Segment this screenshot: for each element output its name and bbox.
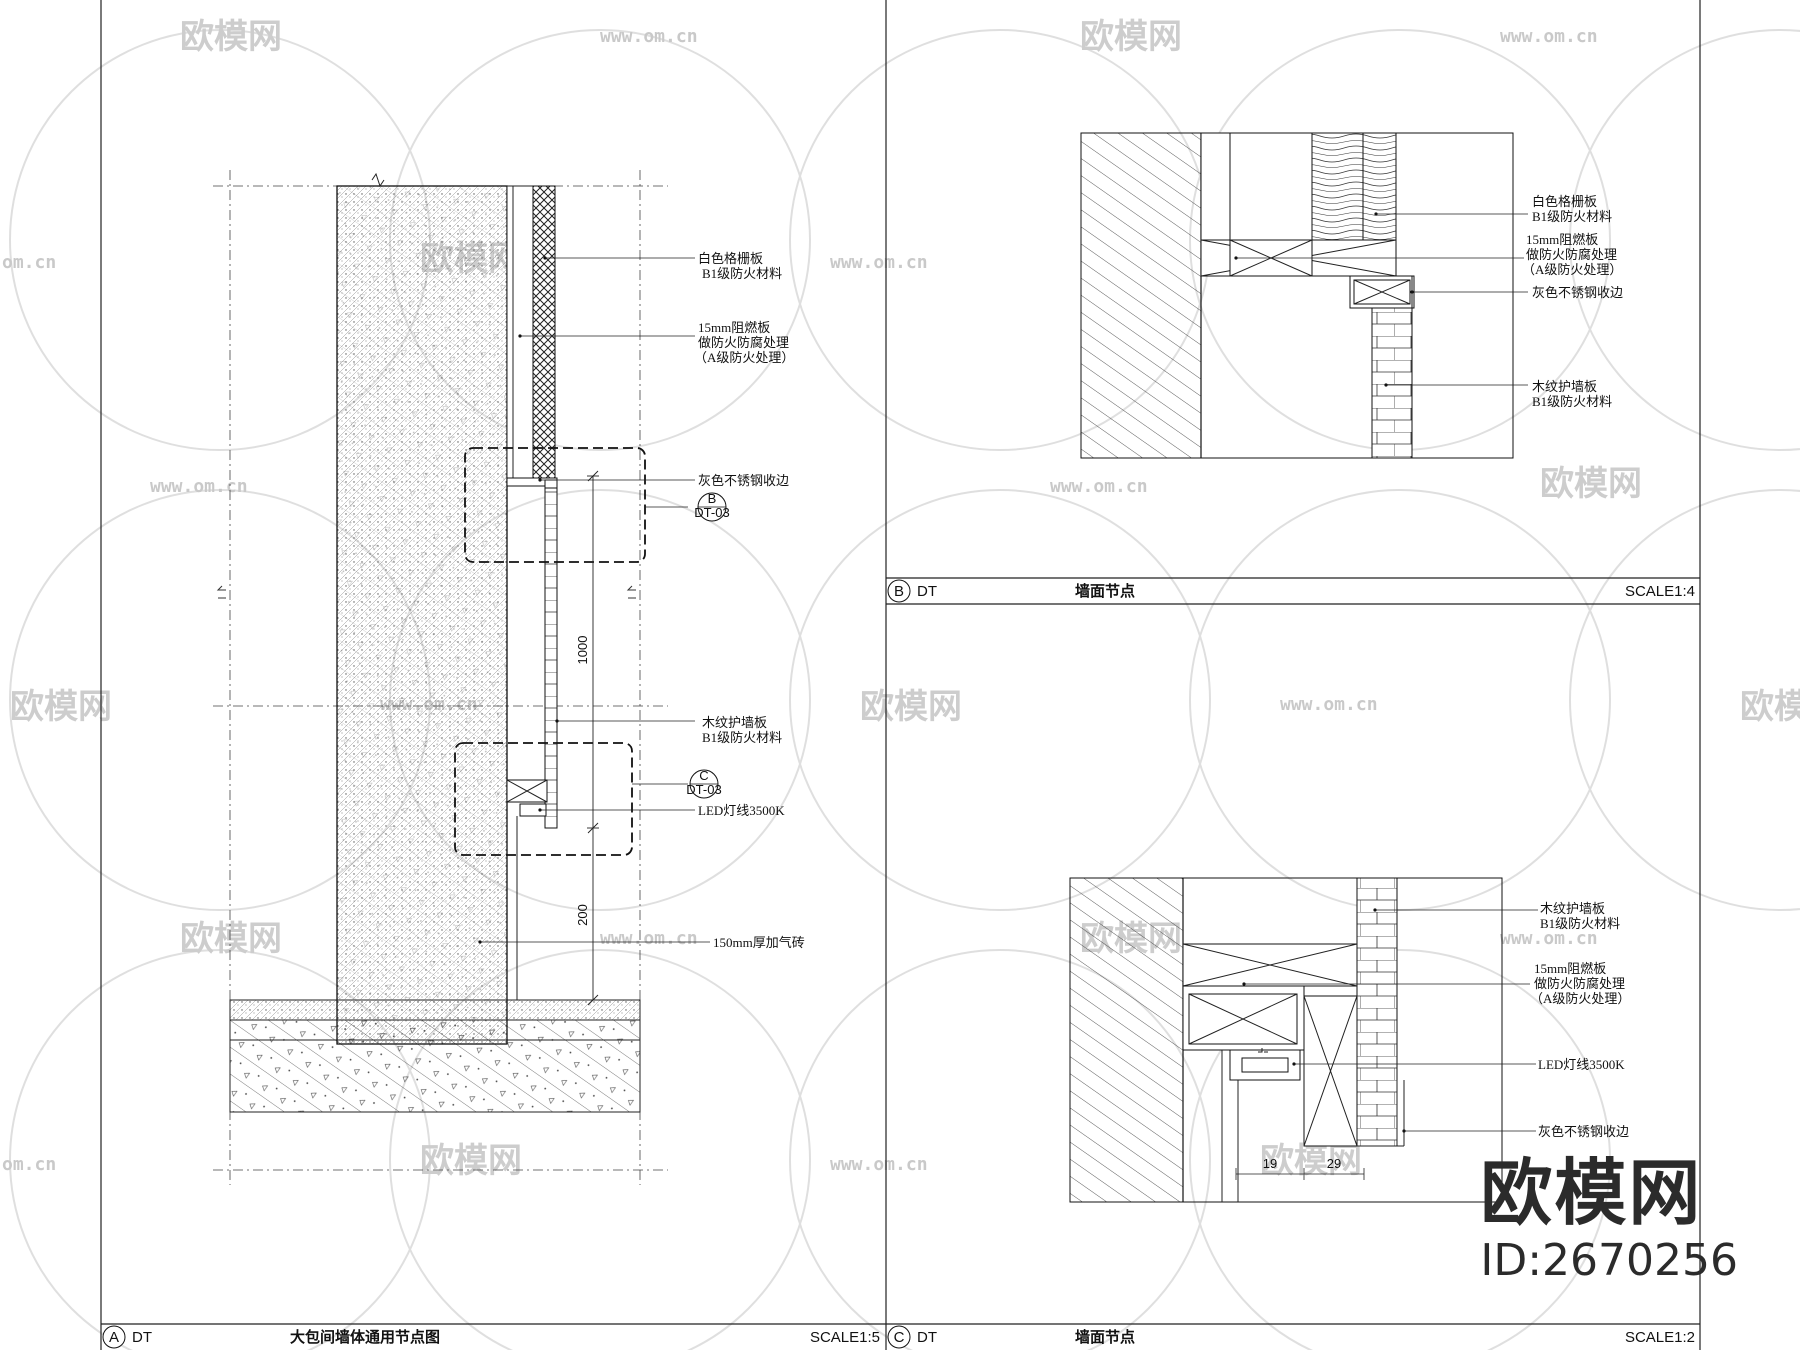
label-flame-board-rating: （A级防火处理） (1530, 991, 1630, 1006)
watermark-url: www.om.cn (1050, 476, 1148, 497)
label-steel-trim: 灰色不锈钢收边 (1532, 285, 1623, 300)
watermark-brand: 欧模网 (180, 17, 282, 57)
label-flame-board: 15mm阻燃板 (698, 320, 770, 335)
label-wood-panel: 木纹护墙板 (1532, 379, 1597, 394)
watermark-url: www.om.cn (1500, 26, 1598, 47)
panel-b-tag-code: DT (917, 583, 937, 600)
watermark-url: om.cn (2, 1154, 56, 1175)
watermark-layer: 欧模网 欧模网 欧模网 欧模网 欧模网 欧模网 欧模网 欧模网 欧模网 欧模网 … (2, 17, 1800, 1350)
watermark-brand: 欧模网 (1080, 17, 1182, 57)
label-wood-fire-rating: B1级防火材料 (702, 730, 782, 745)
dimension-1000: 1000 (575, 636, 590, 665)
panel-c-title-bar: C DT 墙面节点 SCALE1:2 (887, 1325, 1695, 1349)
watermark-brand: 欧模网 (860, 687, 962, 727)
label-grille-fire-rating: B1级防火材料 (702, 266, 782, 281)
watermark-url: www.om.cn (1500, 928, 1598, 949)
callout-c-letter: C (699, 768, 708, 783)
watermark-url: om.cn (2, 252, 56, 273)
label-grille-panel: 白色格栅板 (698, 251, 763, 266)
panel-c-scale: SCALE1:2 (1625, 1329, 1695, 1346)
label-wood-panel: 木纹护墙板 (702, 715, 767, 730)
dimension-19: 19 (1263, 1156, 1277, 1171)
watermark-url: www.om.cn (1280, 694, 1378, 715)
label-flame-board-treatment: 做防火防腐处理 (1526, 247, 1617, 262)
label-grille-fire-rating: B1级防火材料 (1532, 209, 1612, 224)
watermark-url: www.om.cn (600, 928, 698, 949)
label-wood-fire-rating: B1级防火材料 (1532, 394, 1612, 409)
watermark-brand: 欧模网 (1540, 464, 1642, 504)
callout-b[interactable]: B DT-03 (694, 491, 730, 522)
label-led-strip: LED灯线3500K (1538, 1057, 1625, 1072)
panel-b-title-bar: B DT 墙面节点 SCALE1:4 (887, 579, 1695, 603)
label-wood-fire-rating: B1级防火材料 (1540, 916, 1620, 931)
panel-a-tag-code: DT (132, 1329, 152, 1346)
label-flame-board: 15mm阻燃板 (1526, 232, 1598, 247)
label-grille-panel: 白色格栅板 (1532, 194, 1597, 209)
watermark-brand: 欧模网 (1740, 687, 1800, 727)
panel-c-title: 墙面节点 (1075, 1328, 1135, 1346)
panel-a-scale: SCALE1:5 (810, 1329, 880, 1346)
watermark-brand: 欧模网 (10, 687, 112, 727)
dimension-200: 200 (575, 904, 590, 926)
sheet-frame (100, 0, 1701, 1350)
label-flame-board-treatment: 做防火防腐处理 (698, 335, 789, 350)
label-flame-board-treatment: 做防火防腐处理 (1534, 976, 1625, 991)
watermark-url: www.om.cn (830, 1154, 928, 1175)
callout-c-code: DT-03 (686, 782, 721, 797)
panel-b-section: 白色格栅板 B1级防火材料 15mm阻燃板 做防火防腐处理 （A级防火处理） 灰… (1080, 132, 1623, 459)
label-led-strip: LED灯线3500K (698, 803, 785, 818)
watermark-url: www.om.cn (830, 252, 928, 273)
callout-b-letter: B (708, 491, 717, 506)
panel-b-title: 墙面节点 (1075, 582, 1135, 600)
panel-a-tag-letter: A (109, 1329, 119, 1346)
label-steel-trim: 灰色不锈钢收边 (698, 473, 789, 488)
panel-c-section: 19 29 木纹护墙板 B1级防火材料 15mm阻燃板 做防火防腐处理 （A级防… (1069, 877, 1630, 1203)
panel-a-title: 大包间墙体通用节点图 (290, 1328, 440, 1346)
panel-a-section: 1000 200 白色格栅板 B1级防火材料 15mm阻燃板 做防火防腐处理 （… (213, 170, 805, 1185)
label-steel-trim: 灰色不锈钢收边 (1538, 1124, 1629, 1139)
panel-a-title-bar: A DT 大包间墙体通用节点图 SCALE1:5 (102, 1325, 880, 1349)
watermark-brand: 欧模网 (180, 919, 282, 959)
panel-b-scale: SCALE1:4 (1625, 583, 1695, 600)
callout-c[interactable]: C DT-03 (686, 768, 722, 799)
label-aerated-brick: 150mm厚加气砖 (713, 935, 805, 950)
watermark-brand: 欧模网 (420, 1141, 522, 1181)
watermark-url: www.om.cn (150, 476, 248, 497)
label-flame-board-rating: （A级防火处理） (1522, 262, 1622, 277)
callout-b-code: DT-03 (694, 505, 729, 520)
dimension-29: 29 (1327, 1156, 1341, 1171)
panel-b-tag-letter: B (894, 583, 904, 600)
label-flame-board-rating: （A级防火处理） (694, 350, 794, 365)
label-flame-board: 15mm阻燃板 (1534, 961, 1606, 976)
label-wood-panel: 木纹护墙板 (1540, 901, 1605, 916)
watermark-url: www.om.cn (600, 26, 698, 47)
panel-c-tag-letter: C (894, 1329, 905, 1346)
panel-c-tag-code: DT (917, 1329, 937, 1346)
